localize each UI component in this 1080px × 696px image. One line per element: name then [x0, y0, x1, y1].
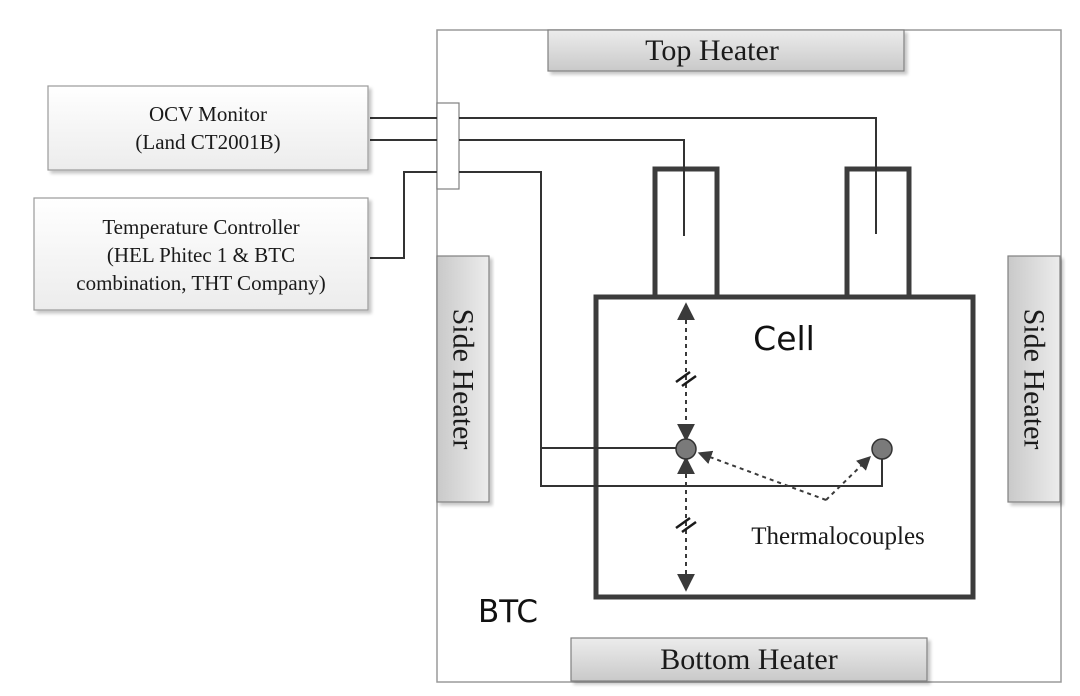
thermocouples-label: Thermalocouples [751, 523, 925, 550]
temperature-controller-box: Temperature Controller (HEL Phitec 1 & B… [33, 197, 369, 311]
thermocouple-right [871, 438, 893, 460]
wiring [370, 117, 883, 487]
pointer-to-center-thermocouple [697, 450, 827, 501]
side-heater-right: Side Heater [1007, 255, 1061, 503]
temperature-controller-line2: (HEL Phitec 1 & BTC [107, 243, 295, 267]
wire-ocv-top-to-right-terminal [459, 117, 877, 234]
wire-ocv-bottom-to-left-terminal [459, 139, 685, 236]
cell-terminal-left [652, 166, 720, 300]
top-heater: Top Heater [547, 29, 905, 72]
break-marks [675, 370, 697, 534]
thermocouple-pointers [697, 450, 872, 501]
cell: Cell [593, 166, 976, 600]
side-heater-right-label: Side Heater [1018, 309, 1051, 450]
wire-connector [436, 102, 460, 190]
pointer-to-right-thermocouple [825, 456, 872, 501]
cell-label: Cell [753, 319, 815, 358]
side-heater-left-label: Side Heater [447, 309, 480, 450]
temperature-controller-line1: Temperature Controller [102, 215, 299, 239]
ocv-monitor-line2: (Land CT2001B) [135, 130, 280, 154]
top-heater-label: Top Heater [645, 34, 779, 67]
bottom-heater: Bottom Heater [570, 637, 928, 682]
ocv-monitor-box: OCV Monitor (Land CT2001B) [47, 85, 369, 171]
ocv-monitor-line1: OCV Monitor [149, 102, 267, 126]
wire-thermocouple-right [540, 448, 883, 487]
wire-temp-controller [370, 171, 437, 259]
thermocouple-center [675, 438, 697, 460]
btc-label: BTC [478, 594, 538, 630]
wire-thermocouple-center [459, 171, 686, 449]
bottom-heater-label: Bottom Heater [660, 643, 837, 676]
side-heater-left: Side Heater [436, 255, 490, 503]
cell-terminal-right [844, 166, 912, 300]
temperature-controller-line3: combination, THT Company) [76, 271, 325, 295]
